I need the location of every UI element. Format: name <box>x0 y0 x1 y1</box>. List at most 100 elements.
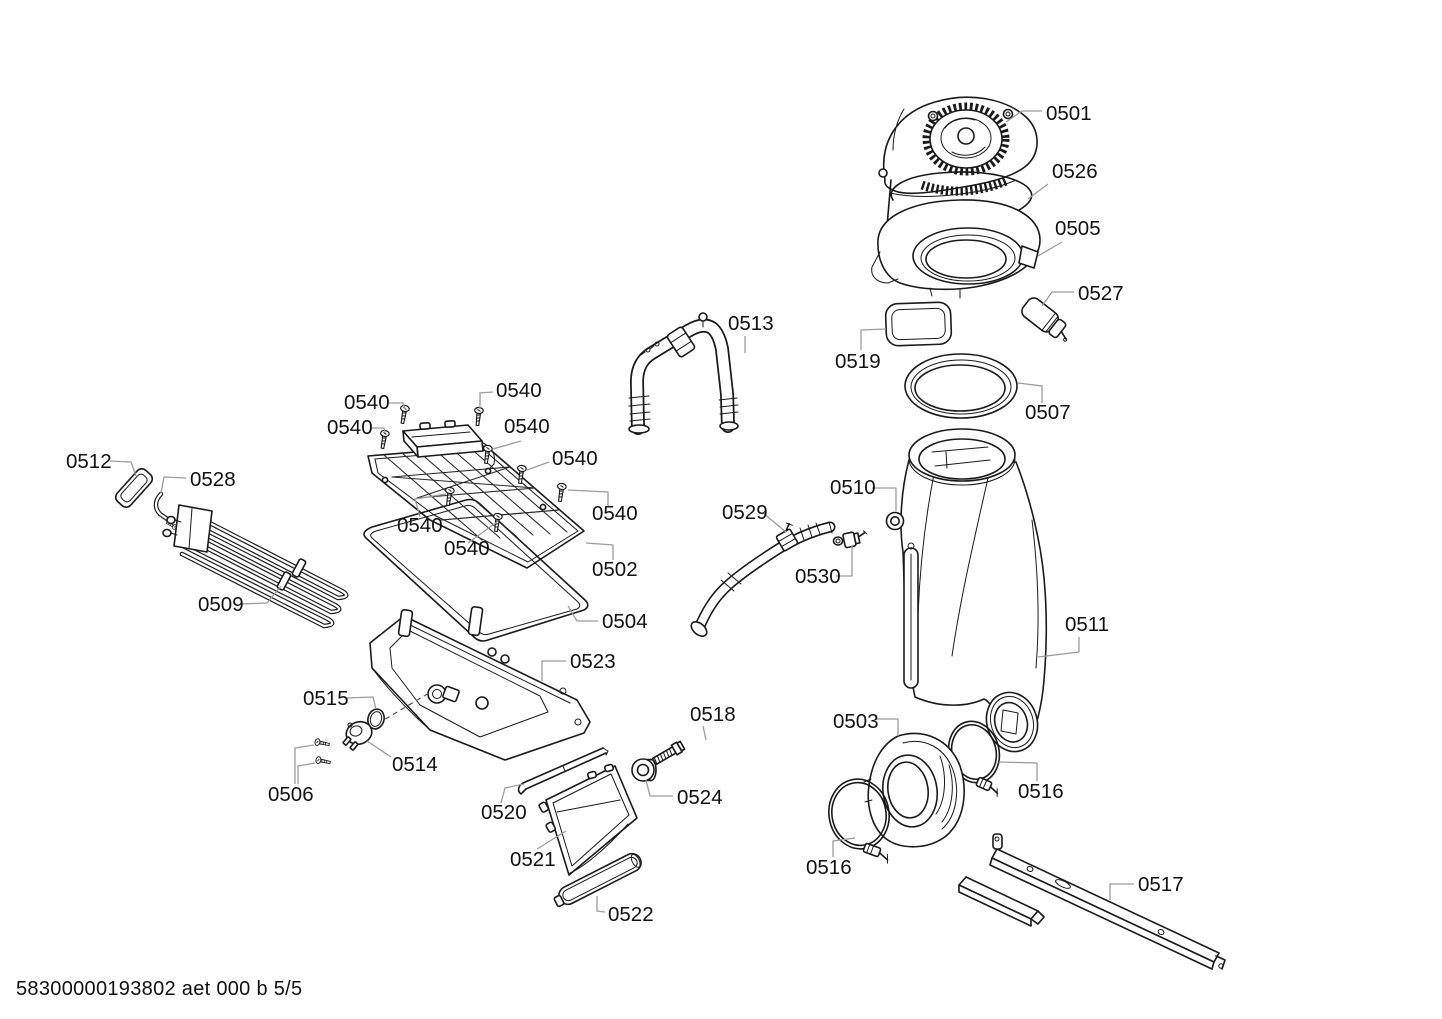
leader-line-0505-2 <box>1037 241 1063 257</box>
part-0527-capacitor <box>1021 297 1068 342</box>
leader-line-0514-22 <box>366 740 392 758</box>
leader-line-0502-18 <box>585 542 614 560</box>
leader-line-0517-32 <box>1109 883 1134 900</box>
part-label-0506-23: 0506 <box>268 783 314 806</box>
part-label-0519-4: 0519 <box>835 350 881 373</box>
part-0506-screws <box>313 737 332 767</box>
leader-line-0506-23 <box>294 744 315 784</box>
part-foam-strip <box>958 876 1045 927</box>
screw-0540-4 <box>480 444 494 465</box>
part-0510-grommet <box>885 511 905 531</box>
part-0515-o-ring <box>367 708 385 730</box>
part-0523-condenser-tray <box>369 606 591 761</box>
leader-line-0512-15 <box>109 460 137 477</box>
part-label-0523-20: 0523 <box>570 650 616 673</box>
part-label-0510-35: 0510 <box>830 476 876 499</box>
leader-line-0526-1 <box>1027 183 1049 200</box>
part-label-0520-24: 0520 <box>481 801 527 824</box>
leader-line-0510-35 <box>872 487 897 511</box>
part-label-0540-14: 0540 <box>444 537 490 560</box>
leader-line-0503-29 <box>875 718 899 736</box>
part-label-0540-12: 0540 <box>592 502 638 525</box>
screw-0540-5 <box>514 464 528 485</box>
part-0509-heating-element <box>162 504 349 629</box>
part-0517-support-rail <box>989 833 1226 970</box>
part-label-0540-8: 0540 <box>496 379 542 402</box>
part-label-0512-15: 0512 <box>66 450 112 473</box>
part-0511-air-duct <box>900 428 1048 753</box>
leader-line-0504-19 <box>567 605 598 622</box>
part-label-0540-10: 0540 <box>504 415 550 438</box>
part-label-0540-9: 0540 <box>327 416 373 439</box>
leader-line-0518-27 <box>702 725 707 741</box>
part-0513-drain-pipe <box>628 312 739 435</box>
leader-line-0528-16 <box>160 476 187 494</box>
part-label-0507-5: 0507 <box>1025 401 1071 424</box>
part-0529-hose <box>690 521 836 637</box>
part-0503-bellows-boot <box>863 732 965 848</box>
leader-line-0523-20 <box>541 660 566 681</box>
part-label-0530-34: 0530 <box>795 565 841 588</box>
part-0521-flap <box>538 763 638 876</box>
part-0530-valve-fitting <box>832 530 868 549</box>
screw-0540-3 <box>377 429 391 450</box>
part-label-0503-29: 0503 <box>833 710 879 733</box>
leader-line-0507-5 <box>1017 382 1043 403</box>
leader-line-0540-7 <box>389 402 406 410</box>
part-label-0518-27: 0518 <box>690 703 736 726</box>
part-label-0540-11: 0540 <box>552 447 598 470</box>
leader-line-0529-33 <box>762 512 787 533</box>
leader-line-0519-4 <box>860 328 887 350</box>
leader-line-0501-0 <box>1005 110 1042 123</box>
leader-line-0540-14 <box>467 521 498 544</box>
part-label-0540-13: 0540 <box>397 514 443 537</box>
part-label-0501-0: 0501 <box>1046 102 1092 125</box>
part-label-0514-22: 0514 <box>392 753 438 776</box>
part-label-0511-36: 0511 <box>1065 613 1109 636</box>
leader-line-0540-10 <box>492 440 522 450</box>
leader-line-0527-3 <box>1041 291 1074 307</box>
part-0516-clamp-left <box>828 778 890 864</box>
part-0514-ntc-sensor <box>342 720 373 751</box>
leader-line-0506-23 <box>297 762 316 784</box>
part-0512-gasket <box>114 468 154 508</box>
leader-line-0540-12 <box>567 489 609 506</box>
part-0519-gasket-rect <box>884 301 953 347</box>
part-label-0528-16: 0528 <box>190 468 236 491</box>
part-label-0522-26: 0522 <box>608 903 654 926</box>
leader-line-0540-8 <box>479 391 494 409</box>
screw-0540-1 <box>397 404 411 425</box>
part-label-0509-17: 0509 <box>198 593 244 616</box>
leader-line-0521-25 <box>536 830 567 850</box>
screw-0506-b <box>314 755 332 767</box>
leader-line-0511-36 <box>1037 637 1080 658</box>
leader-line-0520-24 <box>500 783 525 804</box>
screw-0506-a <box>313 737 331 749</box>
part-label-0527-3: 0527 <box>1078 282 1124 305</box>
screw-0540-2 <box>472 406 485 427</box>
part-labels-layer: 0501052605050527051905070513054005400540… <box>66 102 1184 926</box>
part-label-0505-2: 0505 <box>1055 217 1101 240</box>
leader-line-0522-26 <box>596 896 606 913</box>
part-0502-grating-panel <box>367 419 585 569</box>
leader-line-0540-11 <box>526 461 550 471</box>
part-label-0540-7: 0540 <box>344 391 390 414</box>
leader-line-0530-34 <box>836 546 853 577</box>
part-label-0504-19: 0504 <box>602 610 648 633</box>
part-0505-blower-housing-lower <box>871 199 1041 299</box>
leader-line-0540-9 <box>371 427 386 434</box>
leader-line-0515-21 <box>345 696 377 710</box>
part-label-0517-32: 0517 <box>1138 873 1184 896</box>
part-label-0521-25: 0521 <box>510 848 556 871</box>
leader-line-0540-13 <box>414 493 447 518</box>
leader-line-0524-28 <box>645 779 673 797</box>
leader-line-0516-30 <box>998 761 1038 781</box>
screw-0540-6 <box>554 482 568 503</box>
part-label-0513-6: 0513 <box>728 312 774 335</box>
leader-line-0509-17 <box>239 585 282 605</box>
part-label-0529-33: 0529 <box>722 501 768 524</box>
part-label-0502-18: 0502 <box>592 558 638 581</box>
leader-line-0516-31 <box>832 837 856 857</box>
part-label-0516-31: 0516 <box>806 856 852 879</box>
